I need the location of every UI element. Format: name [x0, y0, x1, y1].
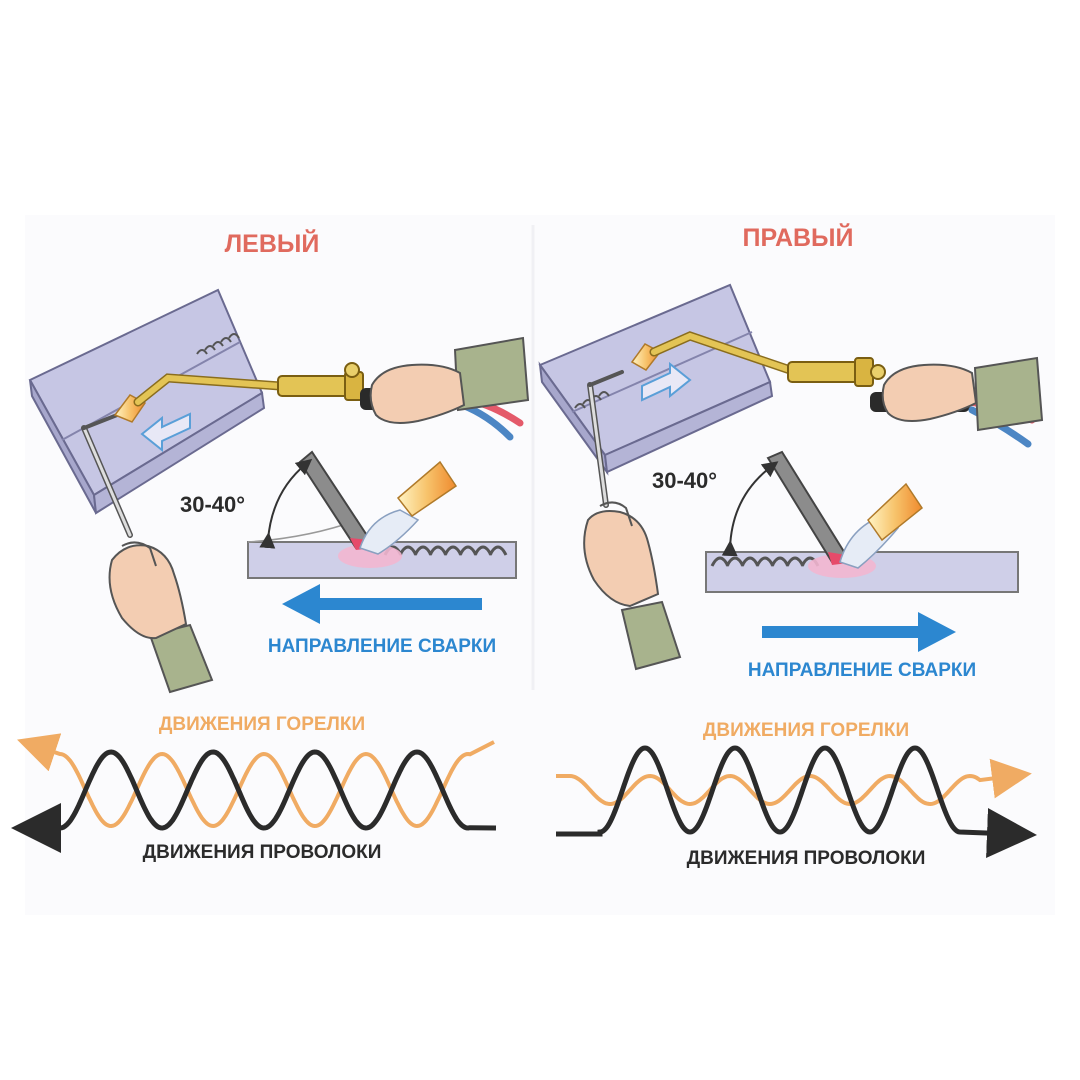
right-bead: [710, 556, 820, 567]
right-detail: 30-40°: [652, 450, 1019, 593]
left-wire-motion-wave: [11, 749, 497, 853]
left-title: ЛЕВЫЙ: [225, 228, 320, 258]
left-torch-motion-label: ДВИЖЕНИЯ ГОРЕЛКИ: [159, 714, 365, 735]
right-panel: ПРАВЫЙ: [538, 222, 1044, 869]
left-detail: 30-40°: [180, 450, 517, 579]
right-wire-motion-label: ДВИЖЕНИЯ ПРОВОЛОКИ: [687, 848, 926, 869]
left-direction-label: НАПРАВЛЕНИЕ СВАРКИ: [268, 636, 496, 657]
right-plate: [538, 283, 774, 476]
left-panel: ЛЕВЫЙ: [11, 228, 530, 863]
right-direction-arrow-icon: [762, 612, 956, 652]
left-rod-hand: [108, 541, 214, 694]
left-torch-hand: [369, 336, 530, 424]
right-torch-motion-label: ДВИЖЕНИЯ ГОРЕЛКИ: [703, 720, 909, 741]
right-torch-hand: [881, 356, 1044, 432]
left-torch-motion-wave: [17, 733, 495, 829]
right-title: ПРАВЫЙ: [743, 222, 854, 252]
right-wire-motion-wave: [556, 745, 1037, 859]
left-plate-arrow-icon: [140, 412, 191, 453]
left-direction-arrow-icon: [282, 584, 482, 624]
right-direction-label: НАПРАВЛЕНИЕ СВАРКИ: [748, 660, 976, 681]
left-wire-motion-label: ДВИЖЕНИЯ ПРОВОЛОКИ: [143, 842, 382, 863]
right-rod-hand: [583, 501, 682, 671]
right-angle-label: 30-40°: [652, 468, 717, 493]
left-bead: [383, 545, 508, 556]
right-filler-rod: [587, 370, 624, 508]
right-torch-motion-wave: [556, 758, 1032, 807]
left-angle-label: 30-40°: [180, 492, 245, 517]
right-plate-arrow-icon: [641, 361, 692, 402]
